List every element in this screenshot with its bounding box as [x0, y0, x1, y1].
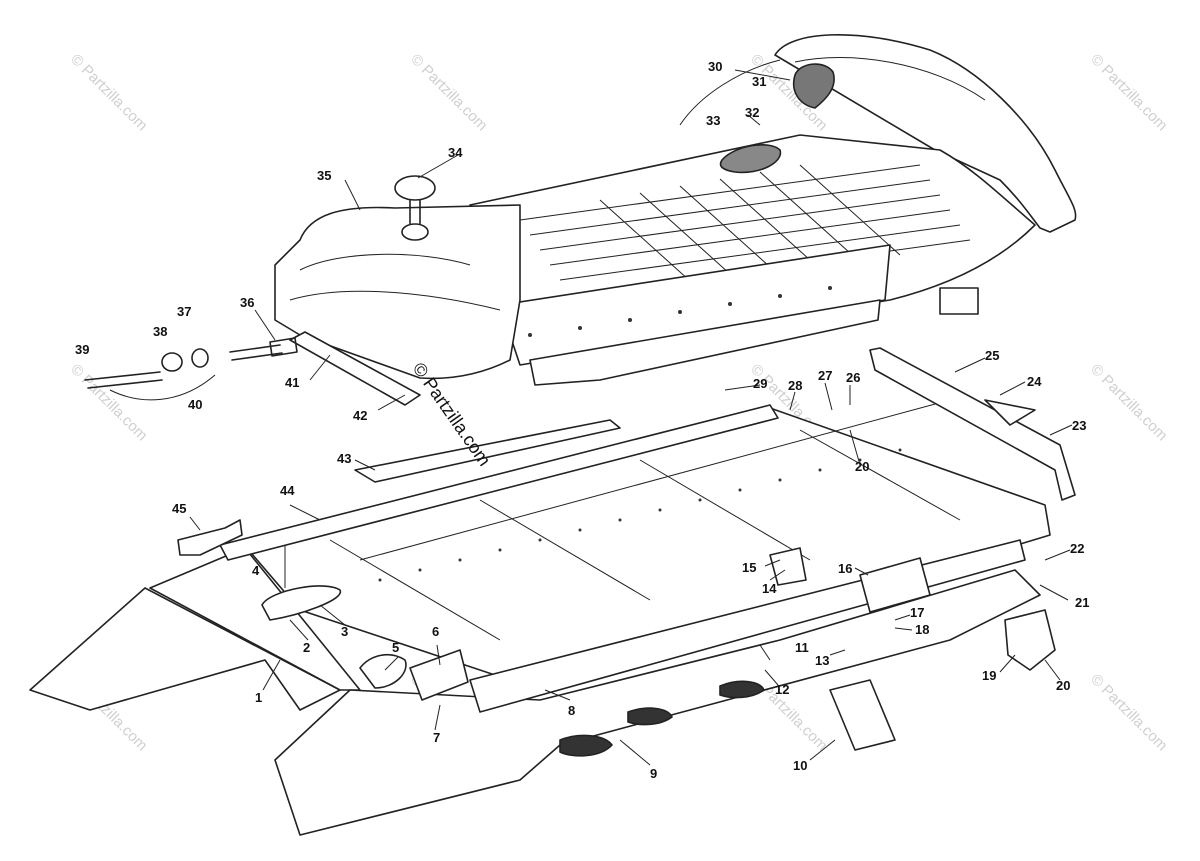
watermark: © Partzilla.com — [1087, 361, 1170, 444]
watermark: © Partzilla.com — [1087, 671, 1170, 754]
callout-8: 8 — [568, 703, 575, 718]
callout-13: 13 — [815, 653, 829, 668]
callout-2: 2 — [303, 640, 310, 655]
callout-43: 43 — [337, 451, 351, 466]
callout-25: 25 — [985, 348, 999, 363]
callout-5: 5 — [392, 640, 399, 655]
tunnel-assembly — [29, 59, 1076, 836]
callout-30: 30 — [708, 59, 722, 74]
callout-9: 9 — [650, 766, 657, 781]
callout-23: 23 — [1072, 418, 1086, 433]
callout-15: 15 — [742, 560, 756, 575]
callout-labels: 1 2 3 4 5 6 7 8 9 10 11 12 13 14 15 16 1… — [75, 59, 1089, 781]
callout-42: 42 — [353, 408, 367, 423]
callout-27: 27 — [818, 368, 832, 383]
callout-20-top: 20 — [855, 459, 869, 474]
callout-21: 21 — [1075, 595, 1089, 610]
callout-29: 29 — [753, 376, 767, 391]
callout-37: 37 — [177, 304, 191, 319]
callout-28: 28 — [788, 378, 802, 393]
callout-17: 17 — [910, 605, 924, 620]
callout-19: 19 — [982, 668, 996, 683]
callout-31: 31 — [752, 74, 766, 89]
watermark: © Partzilla.com — [407, 51, 490, 134]
callout-7: 7 — [433, 730, 440, 745]
callout-11: 11 — [795, 640, 809, 655]
callout-38: 38 — [153, 324, 167, 339]
seat-assembly — [274, 34, 1077, 406]
watermark: © Partzilla.com — [67, 51, 150, 134]
callout-1: 1 — [255, 690, 262, 705]
callout-18: 18 — [915, 622, 929, 637]
callout-6: 6 — [432, 624, 439, 639]
callout-14: 14 — [762, 581, 777, 596]
callout-40: 40 — [188, 397, 202, 412]
callout-16: 16 — [838, 561, 852, 576]
leader-lines — [189, 69, 1073, 766]
callout-12: 12 — [775, 682, 789, 697]
callout-41: 41 — [285, 375, 299, 390]
callout-20-mid: 20 — [1056, 678, 1070, 693]
callout-45: 45 — [172, 501, 186, 516]
callout-36: 36 — [240, 295, 254, 310]
callout-26: 26 — [846, 370, 860, 385]
callout-10: 10 — [793, 758, 807, 773]
callout-32: 32 — [745, 105, 759, 120]
callout-44: 44 — [280, 483, 295, 498]
callout-24: 24 — [1027, 374, 1042, 389]
callout-39: 39 — [75, 342, 89, 357]
callout-22: 22 — [1070, 541, 1084, 556]
callout-3: 3 — [341, 624, 348, 639]
fuel-line-parts — [84, 337, 298, 401]
callout-35: 35 — [317, 168, 331, 183]
callout-4: 4 — [252, 563, 260, 578]
callout-33: 33 — [706, 113, 720, 128]
watermark: © Partzilla.com — [1087, 51, 1170, 134]
callout-34: 34 — [448, 145, 463, 160]
watermark: © Partzilla.com — [67, 361, 150, 444]
